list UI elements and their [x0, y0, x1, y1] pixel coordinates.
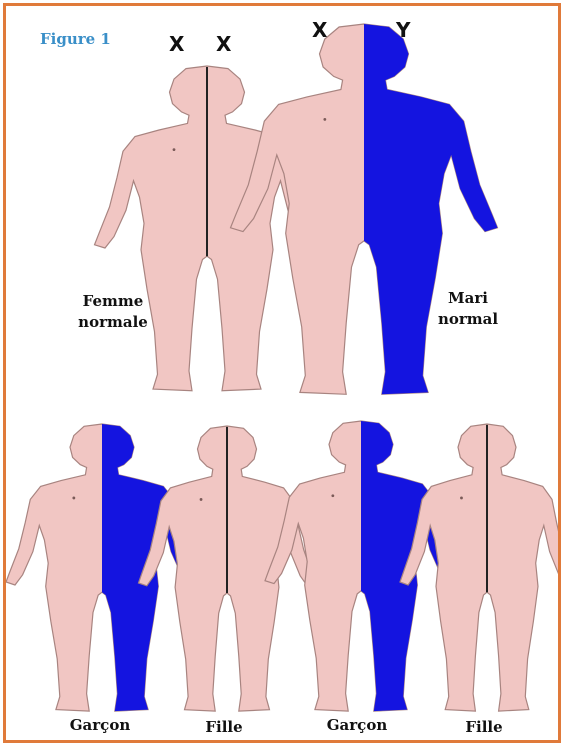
- figure-title: Figure 1: [40, 30, 111, 48]
- father-chromosome-x: X: [312, 18, 327, 42]
- child-figure-4-nipple-mark: [460, 497, 463, 500]
- child-caption-1: Garçon: [60, 715, 140, 736]
- child-figure-1: [6, 424, 198, 711]
- mother-chromosome-2: X: [216, 32, 231, 56]
- child-figure-3: [265, 421, 457, 711]
- figure-illustration: [6, 6, 558, 740]
- child-caption-4: Fille: [449, 717, 519, 738]
- father-chromosome-y: Y: [396, 18, 410, 42]
- child-figure-4: [400, 424, 558, 711]
- father-caption-line2: normal: [428, 309, 508, 330]
- mother-chromosome-1: X: [169, 32, 184, 56]
- child-figure-3-nipple-mark: [331, 494, 334, 497]
- father-caption: Mari normal: [428, 288, 508, 330]
- mother-caption-line1: Femme: [68, 291, 158, 312]
- child-figure-4-silhouette: [400, 424, 558, 711]
- mother-caption-line2: normale: [68, 312, 158, 333]
- figure-frame: Figure 1 X X X Y Femme normale Mari norm…: [3, 3, 561, 743]
- mother-caption: Femme normale: [68, 291, 158, 333]
- child-figure-2-nipple-mark: [200, 498, 203, 501]
- father-caption-line1: Mari: [428, 288, 508, 309]
- mother-figure-nipple-mark: [173, 148, 176, 151]
- child-figure-2: [139, 426, 316, 711]
- child-figure-1-nipple-mark: [72, 497, 75, 500]
- father-figure-y-chromosome-half: [364, 24, 498, 394]
- child-caption-2: Fille: [189, 717, 259, 738]
- child-caption-3: Garçon: [317, 715, 397, 736]
- father-figure-nipple-mark: [323, 118, 326, 121]
